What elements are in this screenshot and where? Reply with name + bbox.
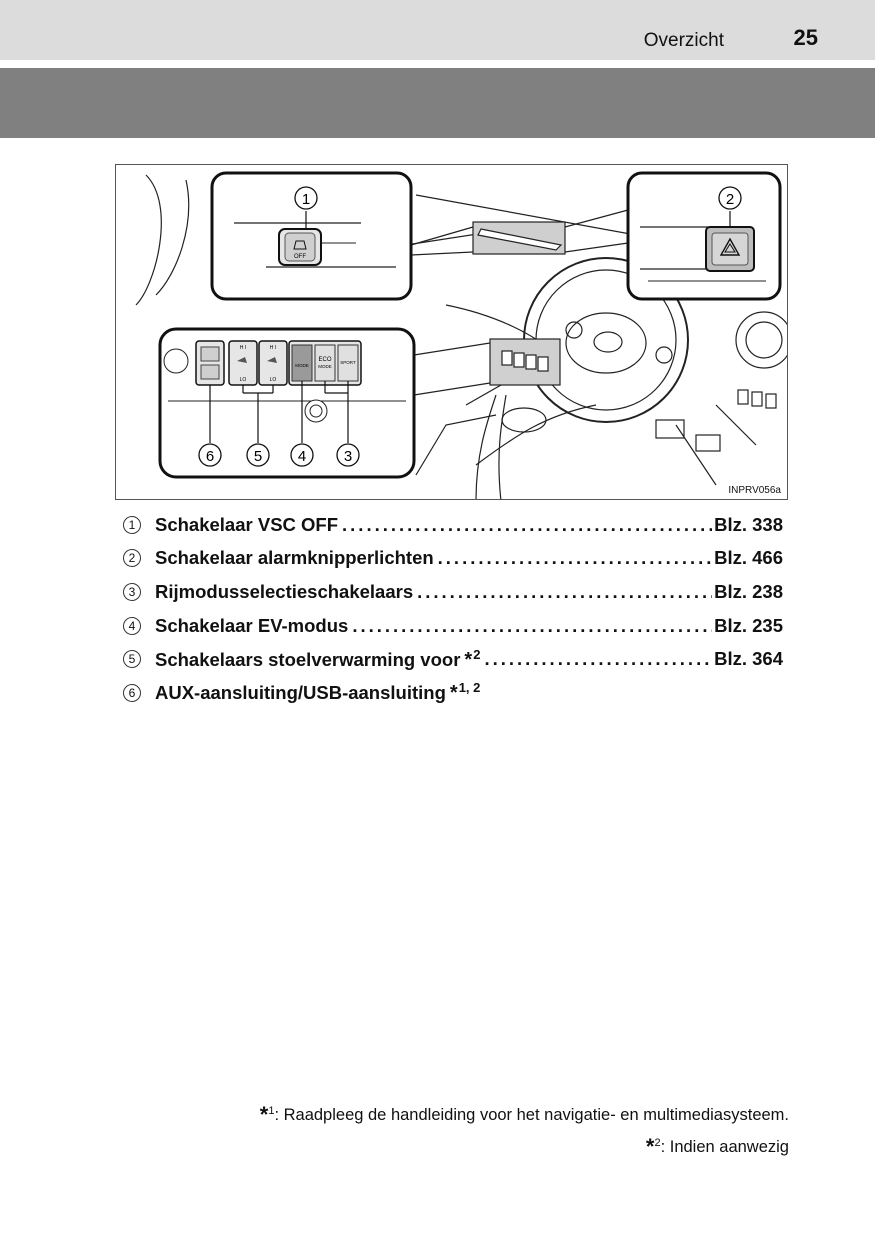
page-reference[interactable]: Blz. 238 [714,580,783,602]
callout-5: 5 [254,448,262,465]
callout-3: 3 [344,448,352,465]
footnote: *2: Indien aanwezig [260,1134,789,1160]
item-label: AUX-aansluiting/USB-aansluiting*1, 2 [155,680,480,705]
figure-code: INPRV056a [728,485,781,496]
header-bar [0,0,875,60]
item-number: 4 [123,616,141,635]
footnote-mark: 2 [654,1137,661,1149]
page-reference[interactable]: Blz. 338 [714,513,783,535]
page-reference[interactable]: Blz. 466 [714,547,783,569]
footnote-star: * [464,648,473,671]
item-label: Schakelaars stoelverwarming voor*2 [155,647,480,672]
seat-heat-right-lo: LO [270,377,277,383]
item-number: 5 [123,650,141,669]
dashboard-illustration: OFF 1 2 H I LO H I LO [115,164,788,500]
footnotes: *1: Raadpleeg de handleiding voor het na… [260,1102,789,1166]
footnote-text: : Raadpleeg de handleiding voor het navi… [274,1106,789,1124]
seat-heat-right-hi: H I [270,345,276,351]
item-label: Schakelaar VSC OFF [155,513,339,535]
component-list: 1 Schakelaar VSC OFF ...................… [123,508,783,710]
footnote-ref: 2 [473,646,481,662]
page-reference[interactable]: Blz. 364 [714,648,783,670]
seat-heat-left-lo: LO [240,377,247,383]
page-reference[interactable]: Blz. 235 [714,614,783,636]
vsc-off-label: OFF [294,254,306,260]
footnote-ref: 1, 2 [458,680,481,696]
footnote-text: : Indien aanwezig [660,1138,789,1156]
callout-4: 4 [298,448,306,465]
item-label-text: AUX-aansluiting/USB-aansluiting [155,682,446,704]
list-item: 5 Schakelaars stoelverwarming voor*2 ...… [123,642,783,676]
footnote-mark: 1 [268,1105,275,1117]
footnote-star: * [449,682,458,705]
item-label: Rijmodusselectieschakelaars [155,580,414,602]
list-item: 2 Schakelaar alarmknipperlichten .......… [123,542,783,576]
callout-6: 6 [206,448,214,465]
footnote: *1: Raadpleeg de handleiding voor het na… [260,1102,789,1128]
list-item: 4 Schakelaar EV-modus ..................… [123,609,783,643]
eco-label: ECO [318,357,331,363]
footnote-star: * [259,1102,269,1127]
dot-leader: ........................................… [417,580,712,602]
item-number: 2 [123,549,141,568]
callout-1: 1 [302,191,310,208]
item-number: 1 [123,515,141,534]
section-title: Overzicht [643,30,724,51]
list-item: 1 Schakelaar VSC OFF ...................… [123,508,783,542]
title-band [0,68,875,138]
item-label: Schakelaar EV-modus [155,614,349,636]
item-number: 6 [123,683,141,702]
item-number: 3 [123,582,141,601]
callout-2: 2 [726,191,734,208]
eco-mode-label: MODE [318,364,332,369]
list-item: 3 Rijmodusselectieschakelaars ..........… [123,575,783,609]
sport-label: SPORT [340,360,356,365]
dot-leader: ........................................… [342,513,712,535]
item-label: Schakelaar alarmknipperlichten [155,547,434,569]
dot-leader: ........................................… [484,648,713,670]
seat-heat-left-hi: H I [240,345,246,351]
ev-mode-label: MODE [295,363,309,368]
item-label-text: Schakelaars stoelverwarming voor [155,648,461,670]
page-number: 25 [793,25,818,50]
dot-leader: ........................................… [352,614,712,636]
list-item: 6 AUX-aansluiting/USB-aansluiting*1, 2 [123,676,783,710]
dot-leader: ........................................… [437,547,712,569]
dashboard-drawing: OFF 1 2 H I LO H I LO [135,171,787,499]
footnote-star: * [645,1134,655,1159]
